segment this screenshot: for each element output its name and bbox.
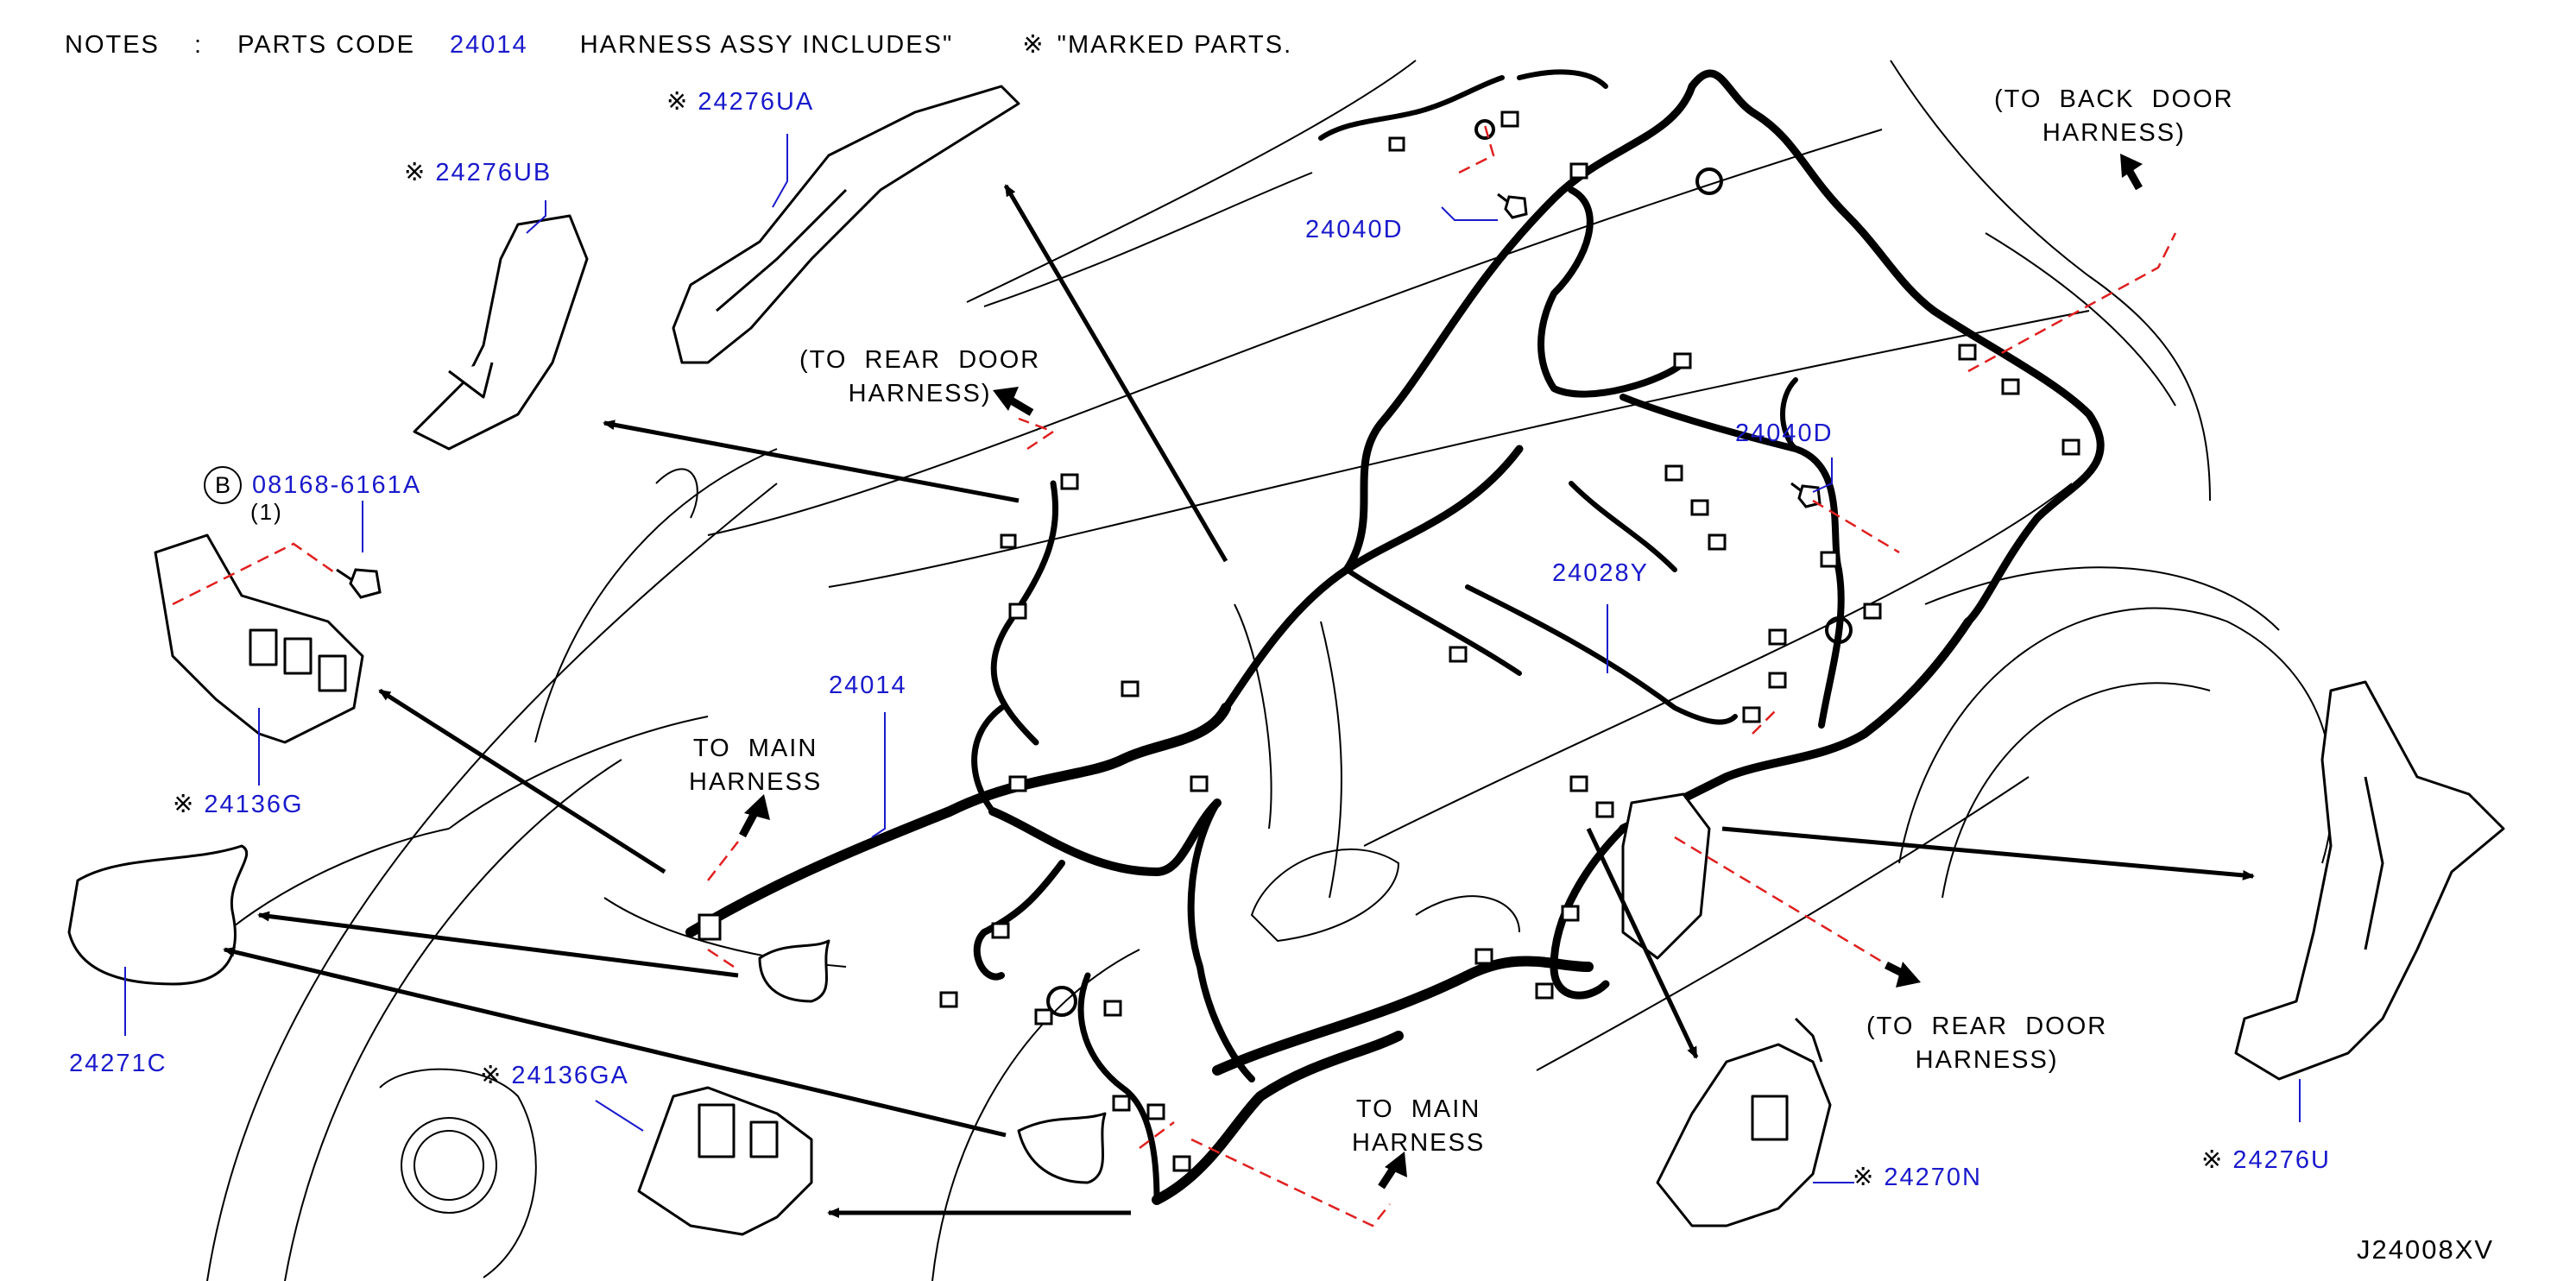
arrow-to-24276U	[1721, 826, 2255, 880]
label-24276UA[interactable]: ※ 24276UA	[666, 90, 814, 115]
bolt-24040D-top	[1497, 192, 1528, 219]
part-24271C-shape	[67, 844, 249, 986]
grommets	[1046, 119, 1853, 1017]
notes-colon: :	[193, 31, 204, 59]
part-number[interactable]: 24270N	[1884, 1164, 1982, 1191]
callout-to-back-door: (TO BACK DOOR HARNESS)	[1994, 85, 2234, 147]
part-24276UB-shape	[413, 214, 589, 451]
badge-b: B	[204, 466, 242, 504]
label-24276UB[interactable]: ※ 24276UB	[404, 161, 552, 186]
notes-mark-icon: ※	[1022, 31, 1045, 59]
notes-header: NOTES : PARTS CODE 24014 HARNESS ASSY IN…	[65, 29, 1318, 60]
label-24040D-top[interactable]: 24040D	[1305, 216, 1404, 243]
notes-prefix: NOTES	[65, 31, 160, 59]
part-number[interactable]: 24276UA	[698, 88, 815, 116]
arrow-to-24276UA	[1003, 184, 1228, 563]
callout-to-rear-door-right: (TO REAR DOOR HARNESS)	[1866, 1013, 2108, 1074]
arrow-to-rear-door-right	[1884, 961, 1921, 988]
arrow-to-24276UB	[603, 420, 1020, 503]
part-24276UA-shape	[672, 85, 1020, 364]
part-number[interactable]: 24136G	[204, 791, 304, 818]
loose-parts	[67, 85, 2505, 1236]
direction-arrows	[739, 154, 2143, 1190]
part-number[interactable]: 24276U	[2232, 1146, 2331, 1174]
connectors	[698, 110, 2080, 1172]
arrow-to-24271C-upper	[257, 911, 739, 978]
diagram-code: J24008XV	[2357, 1234, 2495, 1265]
mark-icon: ※	[666, 88, 690, 116]
label-24028Y[interactable]: 24028Y	[1552, 559, 1649, 587]
wire-harness-main	[685, 69, 2105, 1205]
label-24136GA[interactable]: ※ 24136GA	[480, 1063, 629, 1089]
part-number[interactable]: 24136GA	[511, 1062, 629, 1089]
part-24270N-shape	[1656, 1043, 1832, 1227]
arrow-to-main-left	[739, 794, 770, 838]
dashed-leaders	[172, 124, 2177, 1227]
mark-icon: ※	[480, 1062, 503, 1089]
arrow-to-24136G	[378, 688, 666, 874]
mark-icon: ※	[173, 791, 196, 818]
label-24136G[interactable]: ※ 24136G	[173, 792, 304, 817]
bolt-08168	[336, 568, 382, 599]
part-24136GA-shape	[637, 1086, 813, 1236]
mark-icon: ※	[404, 159, 427, 186]
callout-to-main-bottom: TO MAIN HARNESS	[1352, 1095, 1486, 1157]
notes-marked-parts: "MARKED PARTS.	[1057, 31, 1293, 59]
label-24270N[interactable]: ※ 24270N	[1853, 1165, 1982, 1190]
label-08168-6161A[interactable]: 08168-6161A	[252, 471, 422, 499]
notes-includes: HARNESS ASSY INCLUDES"	[579, 31, 954, 59]
notes-parts-code[interactable]: 24014	[450, 31, 528, 59]
leader-lines	[124, 134, 2301, 1183]
arrow-to-main-bottom	[1378, 1152, 1407, 1190]
part-number[interactable]: 24276UB	[435, 159, 552, 186]
arrows	[223, 184, 2255, 1218]
callout-to-rear-door-top: (TO REAR DOOR HARNESS)	[799, 346, 1041, 407]
label-24271C[interactable]: 24271C	[69, 1050, 167, 1077]
arrow-to-24270N	[1586, 827, 1699, 1059]
callout-to-main-left: TO MAIN HARNESS	[689, 735, 823, 796]
label-08168-qty: (1)	[250, 499, 283, 525]
arrow-to-back-door	[2120, 154, 2143, 191]
arrow-to-24271C-lower	[223, 946, 1007, 1138]
label-24276U[interactable]: ※24276U	[2201, 1148, 2331, 1173]
mark-icon: ※	[1853, 1164, 1876, 1191]
arrow-to-rear-door-top	[993, 387, 1034, 416]
notes-parts-code-label: PARTS CODE	[237, 31, 415, 59]
mark-icon: ※	[2201, 1146, 2225, 1174]
label-24040D-mid[interactable]: 24040D	[1735, 420, 1834, 447]
label-24014[interactable]: 24014	[829, 672, 907, 699]
